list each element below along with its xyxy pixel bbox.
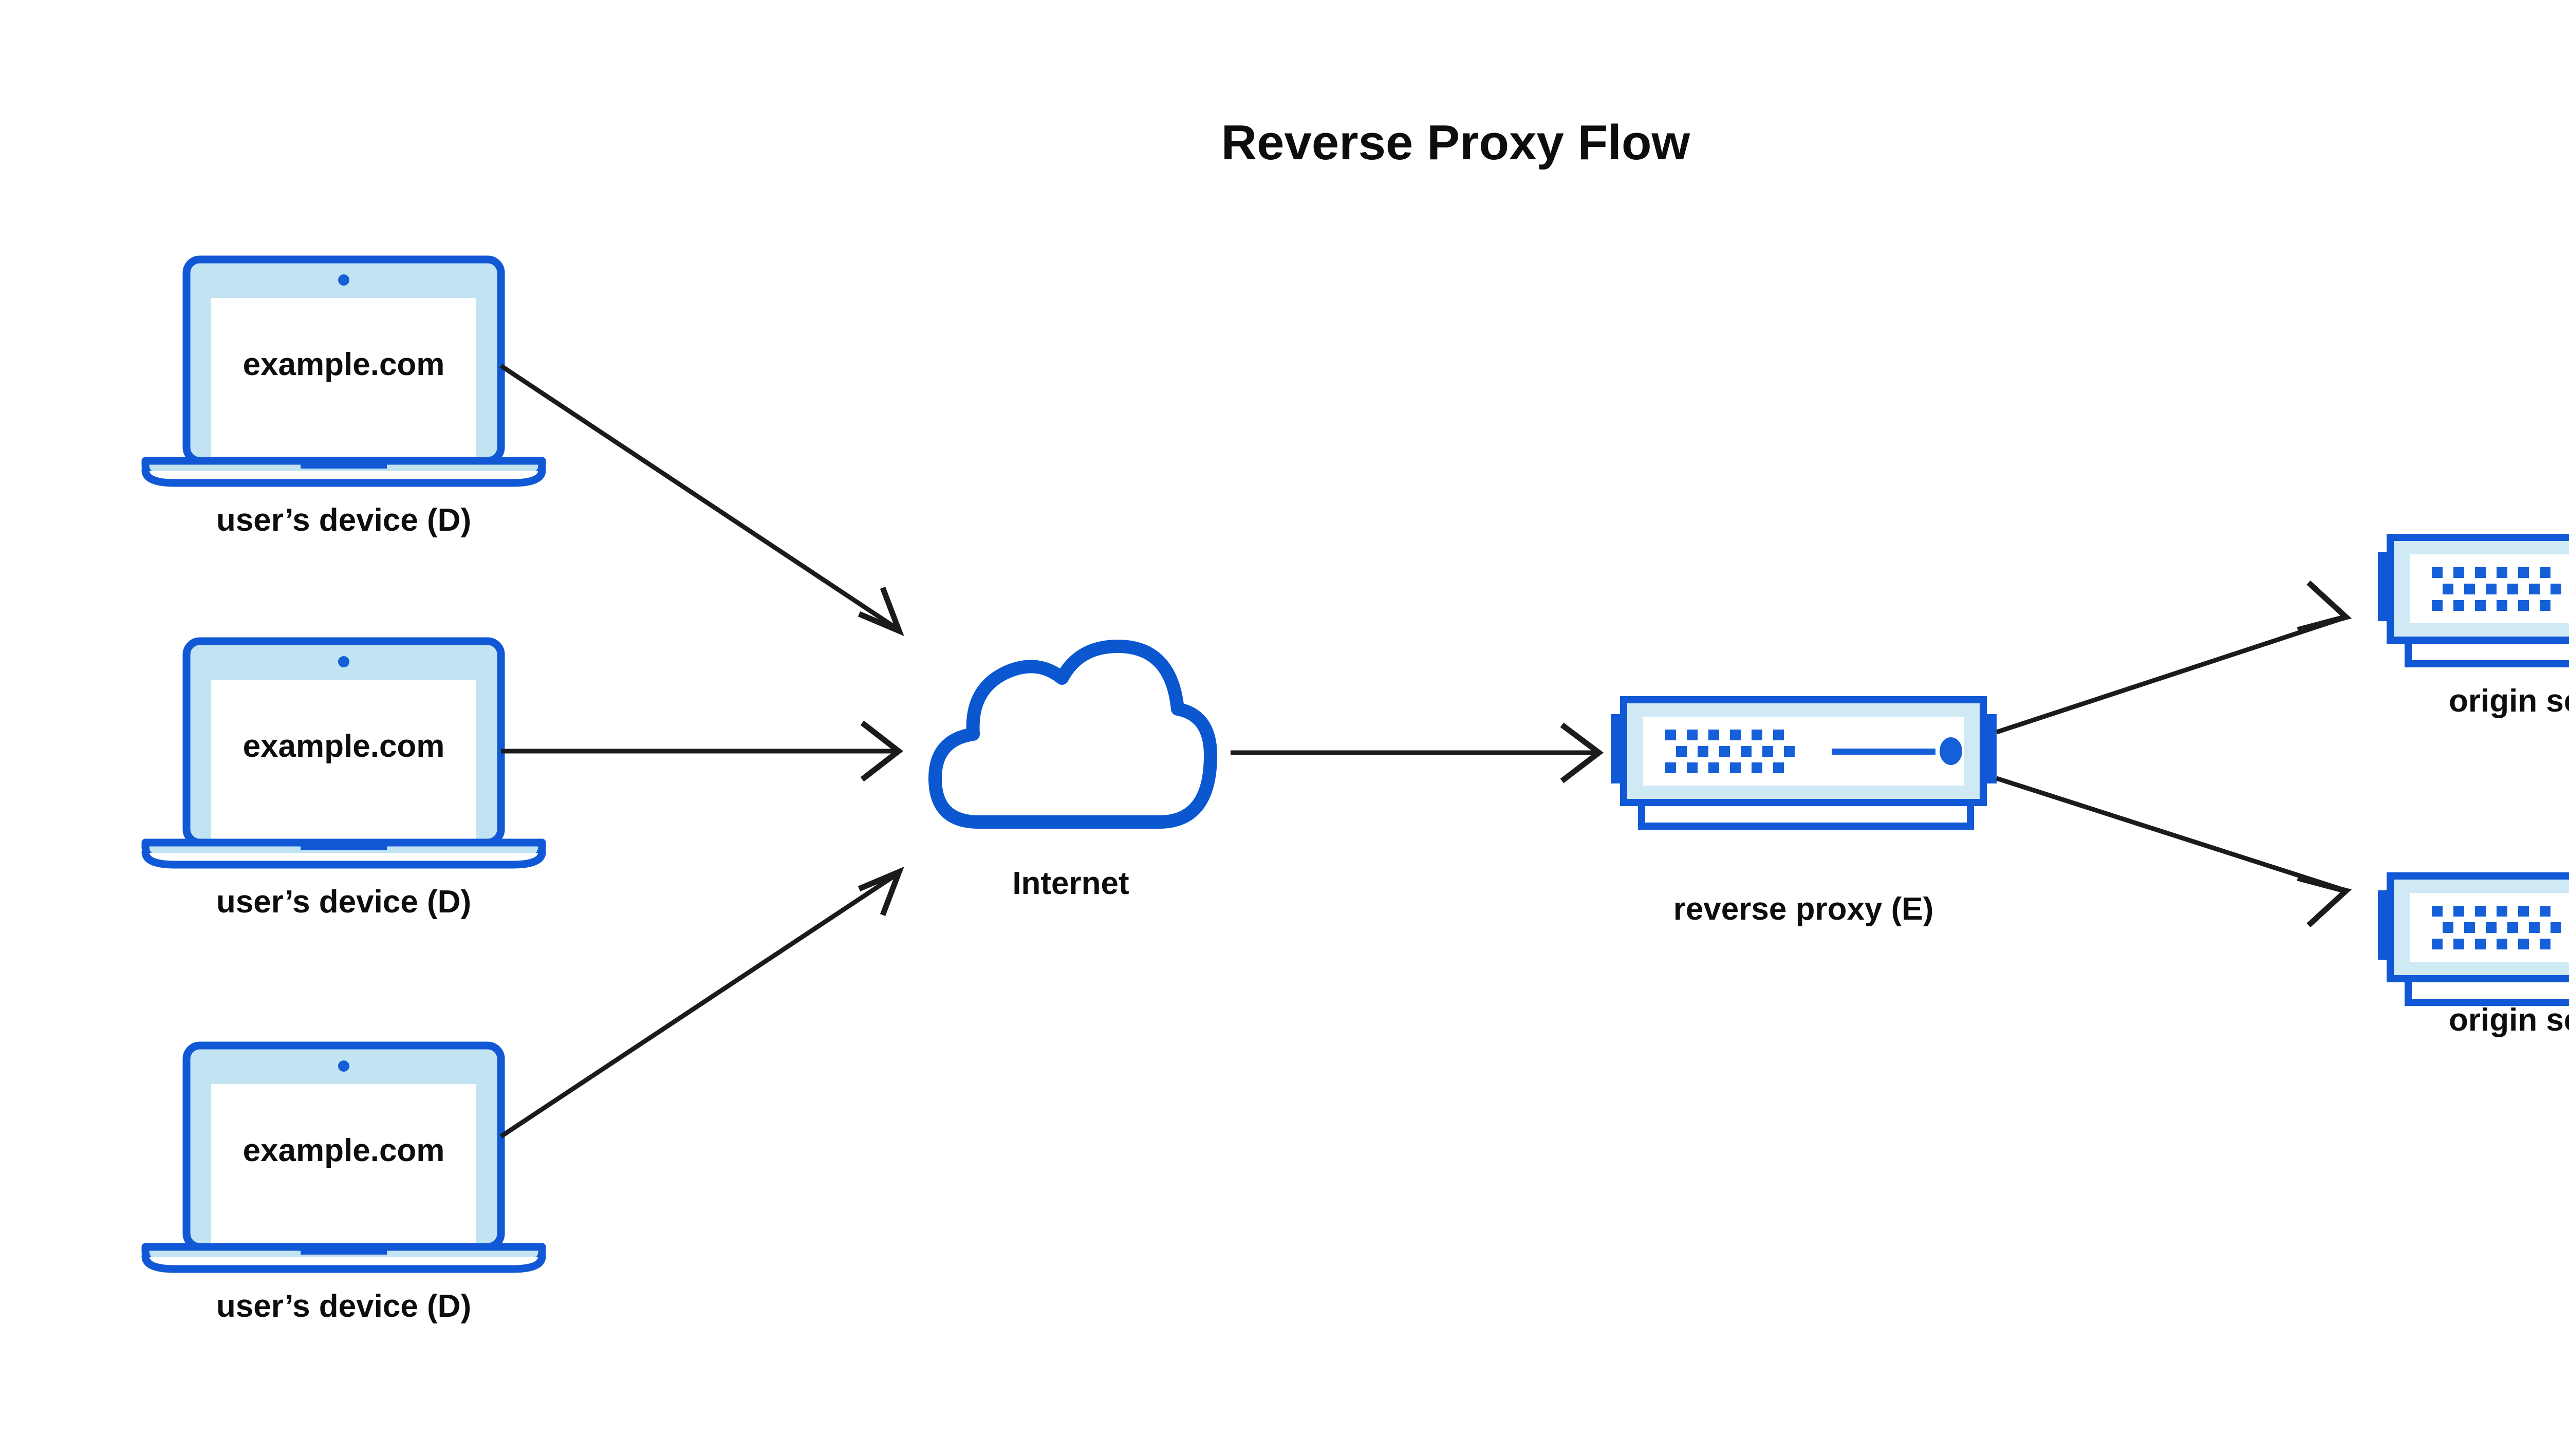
laptop-base-rim: [141, 1252, 546, 1273]
laptop-trackpad-notch: [301, 461, 387, 469]
origin-server-node-2: origin server (F): [2378, 872, 2569, 1038]
server-vent-grid: [2432, 906, 2561, 949]
client-node-1: example.com user’s device (D): [141, 255, 546, 538]
laptop-base-underside: [150, 853, 538, 863]
laptop-icon: [141, 637, 546, 869]
laptop-screen-text: example.com: [243, 347, 445, 382]
reverse-proxy-label: reverse proxy (E): [1673, 891, 1934, 927]
laptop-screen: [211, 680, 476, 843]
edge-client1-internet: [499, 364, 904, 637]
laptop-base-underside: [150, 471, 538, 481]
client-node-3: example.com user’s device (D): [141, 1041, 546, 1324]
origin-server-label-2: origin server (F): [2449, 1002, 2569, 1038]
laptop-screen: [211, 1084, 476, 1247]
edge-client2-internet: [501, 720, 903, 782]
laptop-icon: [141, 1041, 546, 1273]
origin-server-node-1: origin server (F): [2378, 534, 2569, 719]
server-icon: [2378, 534, 2569, 667]
laptop-base-rim: [141, 848, 546, 869]
laptop-screen: [211, 298, 476, 461]
edge-proxy-origin2: [1996, 776, 2352, 928]
client-label-3: user’s device (D): [216, 1289, 471, 1324]
internet-label: Internet: [1012, 866, 1129, 901]
client-label-2: user’s device (D): [216, 884, 471, 920]
reverse-proxy-node: reverse proxy (E): [1611, 696, 1997, 927]
client-node-2: example.com user’s device (D): [141, 637, 546, 920]
laptop-base-underside: [150, 1257, 538, 1267]
laptop-base-rim: [141, 466, 546, 487]
laptop-camera-icon: [338, 274, 349, 286]
laptop-trackpad-notch: [301, 1247, 387, 1255]
cloud-shape: [928, 640, 1217, 829]
cloud-icon: [928, 640, 1217, 829]
server-vent-grid: [1665, 730, 1795, 773]
page-title: Reverse Proxy Flow: [1221, 115, 1690, 170]
laptop-camera-icon: [338, 1060, 349, 1072]
laptop-screen-text: example.com: [243, 1133, 445, 1168]
server-status-line: [1832, 749, 1935, 755]
laptop-camera-icon: [338, 656, 349, 667]
internet-node: Internet: [928, 640, 1217, 901]
laptop-icon: [141, 255, 546, 487]
client-label-1: user’s device (D): [216, 502, 471, 538]
server-status-light-icon: [1940, 737, 1962, 765]
server-icon: [2378, 872, 2569, 1006]
server-icon: [1611, 696, 1997, 830]
laptop-screen-text: example.com: [243, 729, 445, 764]
edge-internet-proxy: [1231, 722, 1604, 783]
server-vent-grid: [2432, 567, 2561, 611]
origin-server-label-1: origin server (F): [2449, 683, 2569, 719]
edge-proxy-origin1: [1996, 580, 2352, 735]
edge-client3-internet: [499, 866, 904, 1138]
laptop-trackpad-notch: [301, 843, 387, 850]
